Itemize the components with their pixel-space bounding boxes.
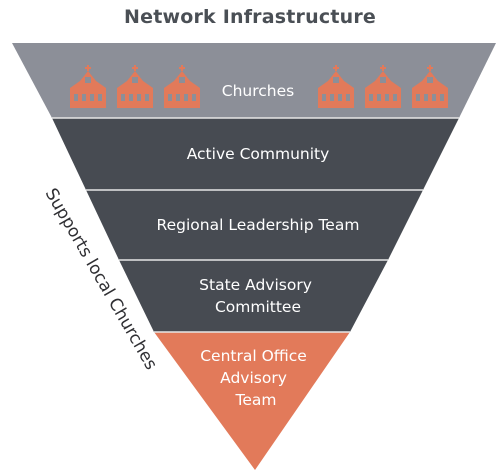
tier-regional-leadership-team <box>86 190 423 260</box>
diagram-title: Network Infrastructure <box>124 6 376 28</box>
tier-label-churches: Churches <box>222 82 294 100</box>
tier-label-line: Committee <box>215 298 301 316</box>
tier-label-active-community: Active Community <box>187 145 330 163</box>
tier-active-community <box>52 118 459 190</box>
tier-label-line: Active Community <box>187 145 330 163</box>
tier-separators <box>52 117 459 333</box>
tier-label-central-office-advisory-team: Central Office Advisory Team <box>200 347 312 409</box>
tier-label-regional-leadership-team: Regional Leadership Team <box>157 216 360 234</box>
tier-label-line: Regional Leadership Team <box>157 216 360 234</box>
tier-central-office-advisory-team <box>154 332 350 470</box>
tier-label-line: Central Office <box>200 347 307 365</box>
tier-label-line: State Advisory <box>199 276 312 294</box>
tier-state-advisory-committee <box>119 260 388 332</box>
tier-label-line: Churches <box>222 82 294 100</box>
tier-label-state-advisory-committee: State Advisory Committee <box>199 276 317 316</box>
tier-label-line: Advisory <box>220 369 287 387</box>
tier-label-line: Team <box>235 391 277 409</box>
